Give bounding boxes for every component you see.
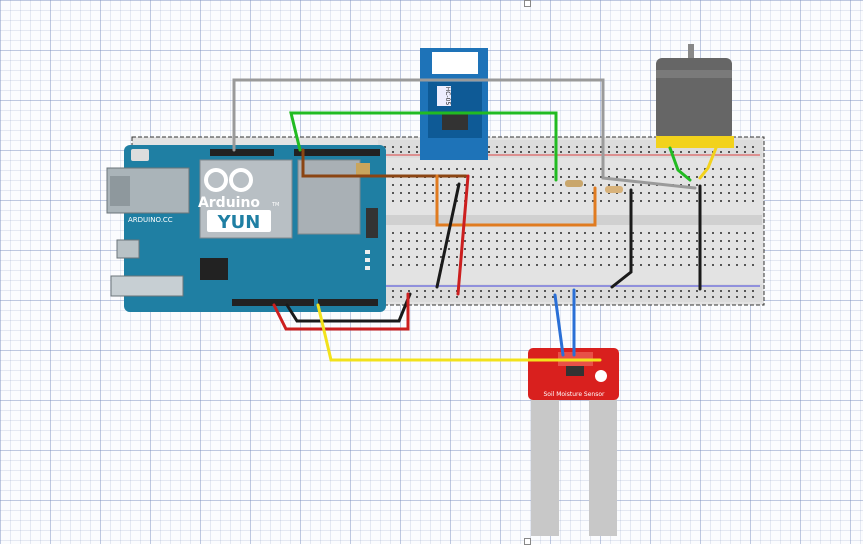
wire-orange[interactable] [435, 174, 597, 227]
wire-blue-1[interactable] [553, 293, 565, 357]
wire-red-bottom[interactable] [272, 292, 410, 331]
selection-handle-top[interactable] [524, 0, 531, 7]
arduino-yun-board[interactable]: Arduino YUN TM ARDUINO.CC [106, 145, 386, 312]
wire-yellow-motor[interactable] [698, 146, 718, 180]
bluetooth-module[interactable]: HC-05 [420, 48, 488, 160]
wire-yellow[interactable] [316, 303, 602, 362]
wire-green[interactable] [289, 111, 558, 182]
dc-motor[interactable] [656, 44, 734, 148]
wire-black-2[interactable] [610, 188, 633, 289]
bluetooth-label: HC-05 [444, 87, 451, 106]
sensor-label: Soil Moisture Sensor [543, 391, 605, 398]
wires [232, 78, 718, 362]
board-trademark: TM [271, 202, 279, 208]
board-brand: Arduino [198, 195, 260, 211]
wire-red-1[interactable] [456, 174, 470, 296]
wire-black-1[interactable] [435, 182, 461, 289]
board-model: YUN [217, 212, 261, 233]
wire-gray[interactable] [232, 78, 697, 190]
wire-black-bottom[interactable] [285, 292, 412, 323]
wire-brown[interactable] [301, 148, 468, 178]
resistor-2[interactable] [605, 186, 623, 193]
wire-green-motor[interactable] [668, 146, 692, 182]
soil-moisture-sensor[interactable]: Soil Moisture Sensor [528, 348, 619, 536]
board-maker: ARDUINO.CC [128, 216, 173, 224]
resistor-1[interactable] [565, 180, 583, 187]
